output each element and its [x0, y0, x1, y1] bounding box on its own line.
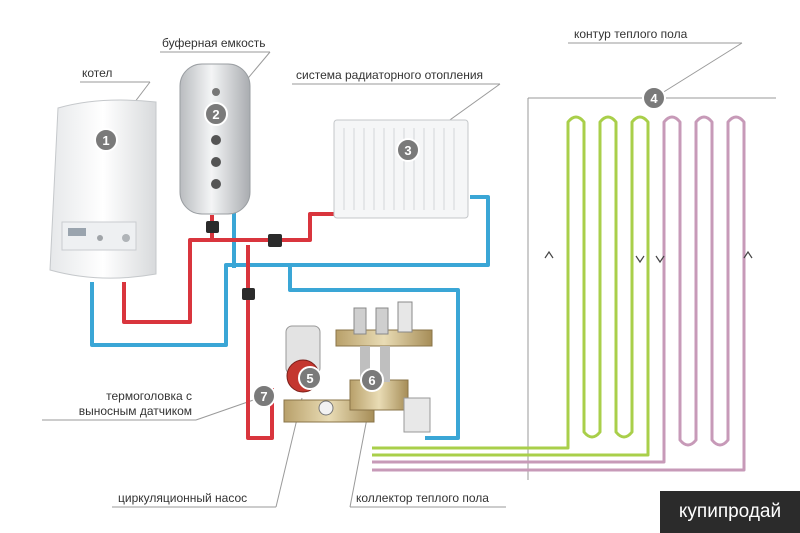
marker-4-label: 4 [650, 91, 658, 106]
marker-3-label: 3 [404, 143, 411, 158]
boiler-unit [49, 99, 157, 279]
label-thermo-head-line2: выносным датчиком [78, 404, 192, 418]
marker-6-label: 6 [368, 373, 375, 388]
buffer-tank [179, 63, 251, 215]
label-boiler: котел [82, 66, 113, 80]
label-floor-loop: контур теплого пола [574, 27, 688, 41]
floor-loop-return [372, 115, 746, 472]
marker-7 [252, 384, 276, 408]
radiator [333, 119, 469, 219]
label-circ-pump: циркуляционный насос [118, 491, 248, 505]
pipe-fittings [206, 221, 282, 300]
marker-5-label: 5 [306, 371, 313, 386]
marker-4 [642, 86, 666, 110]
marker-7-label: 7 [260, 389, 267, 404]
label-floor-manifold: коллектор теплого пола [356, 491, 489, 505]
marker-1 [94, 128, 118, 152]
marker-2 [204, 102, 228, 126]
marker-1-label: 1 [102, 133, 109, 148]
marker-3 [396, 138, 420, 162]
marker-2-label: 2 [212, 107, 219, 122]
manifold-group [283, 301, 433, 433]
label-radiator-system: система радиаторного отопления [296, 68, 484, 82]
floor-frame [527, 97, 776, 480]
marker-6 [360, 368, 384, 392]
marker-5 [298, 366, 322, 390]
label-thermo-head-line1: термоголовка с [106, 389, 192, 403]
watermark-logo: купипродай [660, 491, 800, 533]
label-buffer: буферная емкость [162, 36, 266, 50]
flow-arrows [544, 250, 753, 264]
floor-loop-supply [372, 115, 650, 457]
